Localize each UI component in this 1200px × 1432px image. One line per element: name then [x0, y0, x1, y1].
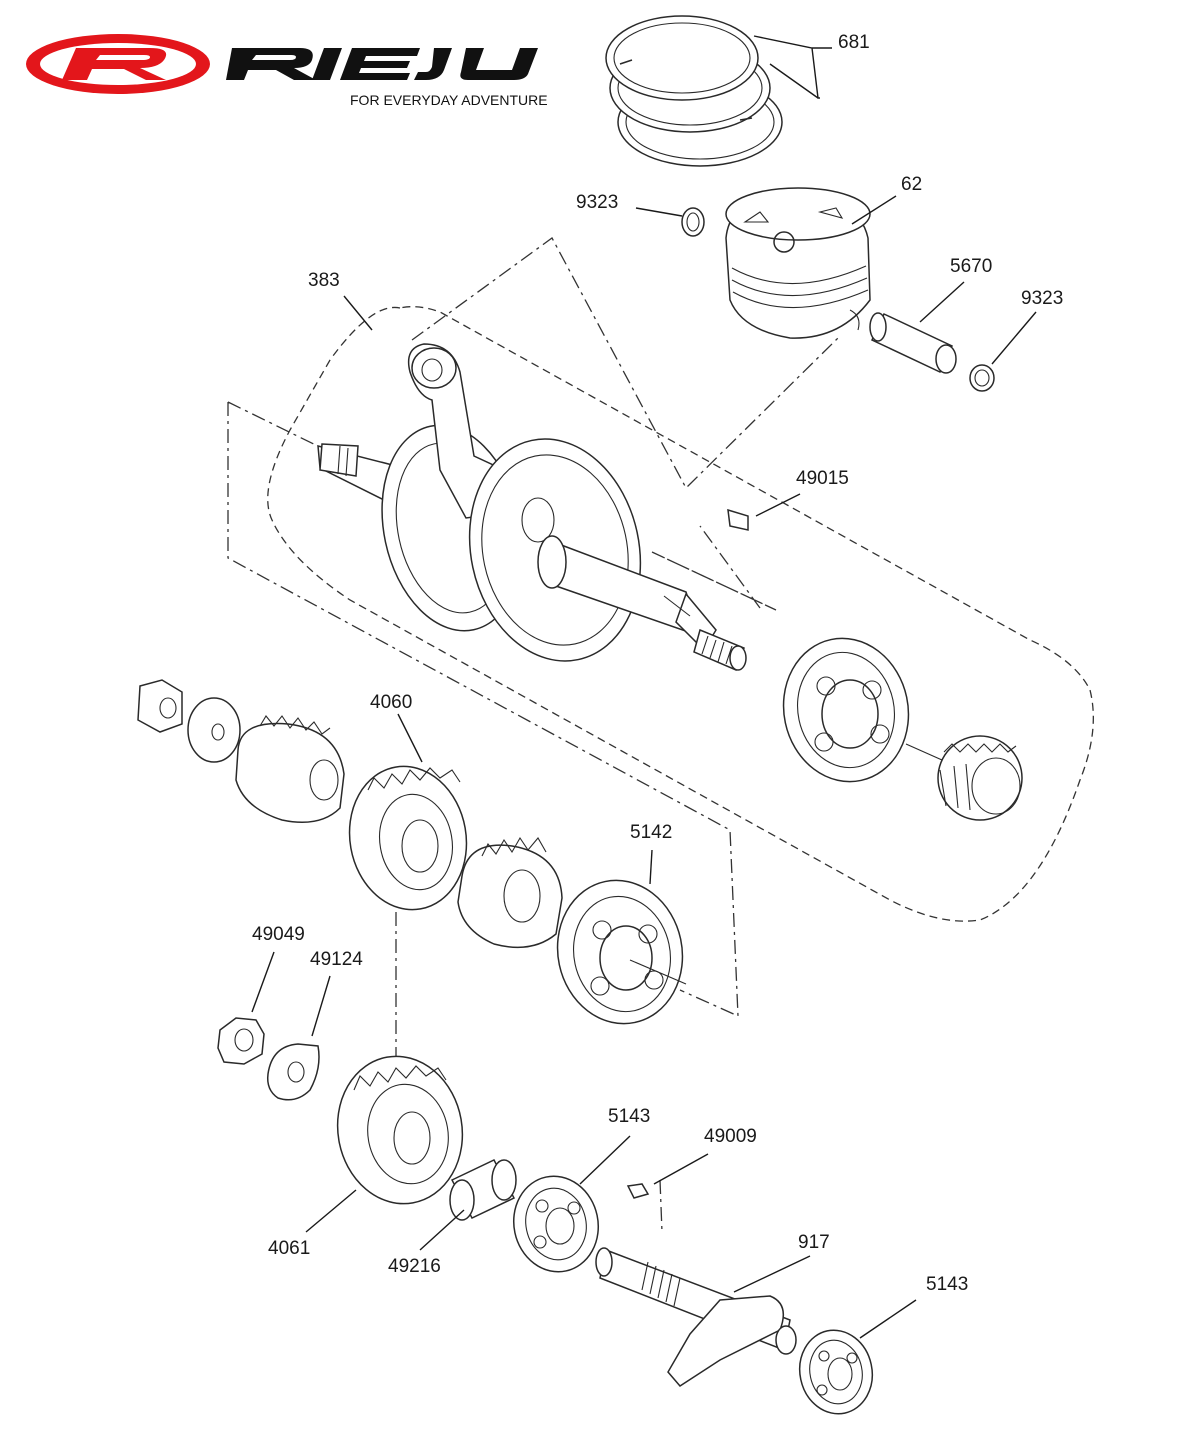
washer-left	[187, 697, 241, 763]
bearing-5143-b	[798, 1329, 874, 1415]
middle-gear	[457, 836, 563, 949]
part-label-9323-a: 9323	[576, 192, 618, 213]
drive-gear-right	[937, 735, 1023, 821]
lock-washer-49124	[266, 1043, 320, 1101]
circlip-9323-a	[681, 207, 705, 237]
part-label-9323-b: 9323	[1021, 288, 1063, 309]
part-label-49216: 49216	[388, 1256, 441, 1277]
part-label-49009: 49009	[704, 1126, 757, 1147]
part-label-62: 62	[901, 174, 922, 195]
brand-wordmark	[226, 48, 538, 80]
rieju-logo: FOR EVERYDAY ADVENTURE	[26, 34, 548, 108]
kickstart-shaft-917	[595, 1247, 797, 1387]
crank-nut-left	[137, 679, 183, 733]
piston-pin-5670	[869, 312, 957, 374]
part-labels: 681 62 9323 5670 9323 383 49015 4060 514…	[252, 32, 1063, 1295]
part-label-49015: 49015	[796, 468, 849, 489]
leader-lines	[251, 35, 1037, 1339]
primary-gear-left	[235, 715, 345, 823]
piston-62	[725, 187, 871, 339]
woodruff-key-49015	[727, 508, 749, 531]
part-label-4061: 4061	[268, 1238, 310, 1259]
bearing-5142	[556, 879, 687, 1025]
part-label-49124: 49124	[310, 949, 363, 970]
brand-tagline: FOR EVERYDAY ADVENTURE	[350, 92, 548, 108]
circlip-9323-b	[969, 364, 995, 392]
main-bearing-right	[782, 637, 943, 783]
part-label-5143-a: 5143	[608, 1106, 650, 1127]
piston-rings-681	[605, 15, 783, 167]
part-label-383: 383	[308, 270, 340, 291]
bearing-5143-a	[512, 1175, 600, 1273]
part-label-49049: 49049	[252, 924, 305, 945]
bushing-49216	[449, 1159, 517, 1221]
part-label-4060: 4060	[370, 692, 412, 713]
key-49009	[626, 1183, 650, 1199]
crankshaft	[317, 343, 747, 672]
part-label-681: 681	[838, 32, 870, 53]
gear-4060	[348, 765, 468, 911]
part-label-917: 917	[798, 1232, 830, 1253]
crankshaft-assembly-boundary	[267, 306, 1094, 922]
part-label-5670: 5670	[950, 256, 992, 277]
logo-r-letter	[62, 48, 167, 80]
part-label-5142: 5142	[630, 822, 672, 843]
part-label-5143-b: 5143	[926, 1274, 968, 1295]
gear-4061	[336, 1055, 464, 1205]
nut-49049	[217, 1017, 265, 1065]
